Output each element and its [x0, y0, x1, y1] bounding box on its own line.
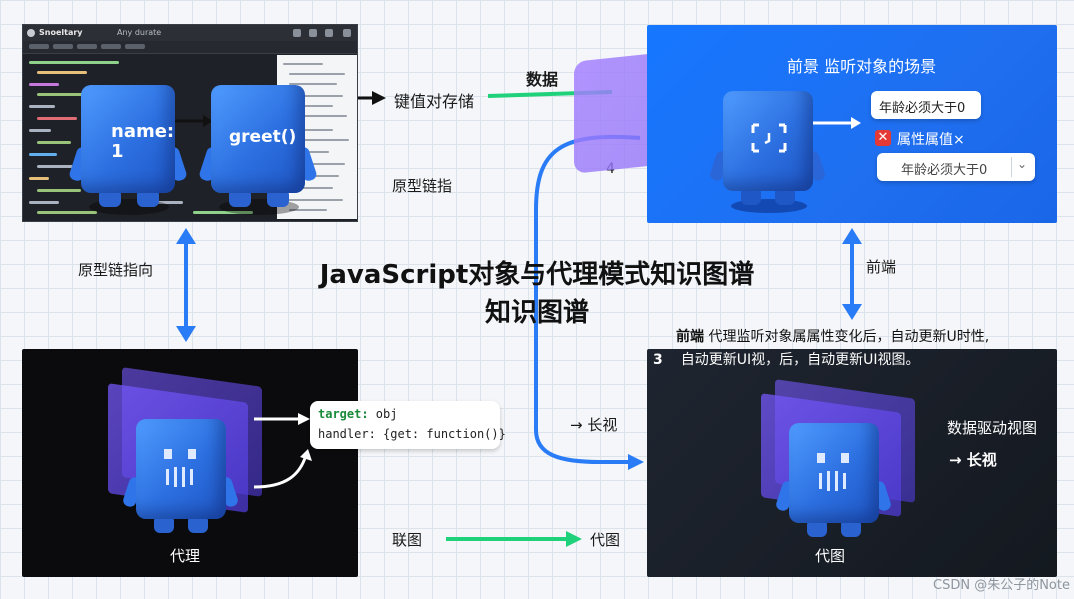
code-line-handler: handler: {get: function()} [318, 427, 506, 441]
prototype-chain-label: 原型链指 [392, 177, 453, 195]
robot-icon [121, 411, 240, 539]
robot-icon [708, 81, 827, 219]
select-divider [1011, 157, 1012, 177]
robot-label-method: greet() [229, 127, 297, 147]
robot-label-value: 1 [111, 141, 124, 162]
main-subtitle: 知识图谱 [484, 298, 589, 328]
view-panel-title: 数据驱动视图 [947, 419, 1038, 437]
proxy-caption: 代理 [170, 547, 201, 565]
validation-box: 年龄必须大于0 [871, 91, 981, 119]
description-bold: 前端 [676, 329, 704, 345]
validation-text: 年龄必须大于0 [879, 101, 966, 116]
validation-select[interactable]: 年龄必须大于0 ⌄ [877, 153, 1035, 181]
link-graph-label: 联图 [392, 531, 423, 549]
description-line1-text: 代理监听对象属属性变化后，自动更新U时性, [704, 329, 990, 345]
code-key-target: target: [318, 407, 369, 421]
robot-face-icon [164, 449, 196, 487]
window-subtitle: Any durate [117, 28, 162, 37]
robot-icon: name: 1 [68, 81, 188, 221]
robot-label-name: name: [111, 121, 175, 142]
link-graph-green-arrow [446, 531, 582, 547]
toolbar-icon[interactable] [293, 29, 301, 37]
error-x-icon: ✕ [875, 130, 891, 146]
frontend-scene-panel: 前景 监听对象的场景 年龄必须大于0 ✕ 属性属值× 年龄必须大于0 ⌄ [647, 25, 1057, 223]
proxy-code-box: target: obj handler: {get: function()} [310, 401, 506, 449]
window-title: Snoeltary [39, 28, 83, 37]
error-label: 属性属值× [897, 132, 965, 148]
app-icon [27, 29, 35, 37]
data-label: 数据 [526, 70, 559, 89]
description-line2-text: 自动更新UI视，后，自动更新UI视图。 [680, 352, 920, 368]
view-caption: 代图 [815, 547, 846, 565]
long-view-label: → 长视 [570, 416, 618, 434]
robot-icon: greet() [198, 81, 318, 221]
code-val-target: obj [368, 407, 398, 421]
watermark: CSDN @朱公子的Note [933, 578, 1070, 593]
prototype-chain-points-label: 原型链指向 [78, 261, 154, 279]
code-editor-panel: Snoeltary Any durate [22, 24, 358, 222]
handler-arrows [253, 413, 312, 489]
left-vertical-double-arrow [176, 228, 196, 342]
front-panel-title: 前景 监听对象的场景 [787, 57, 937, 76]
frontend-arrow-label: 前端 [866, 258, 897, 276]
robot-face-icon [751, 123, 787, 153]
editor-toolbar [23, 41, 357, 54]
toolbar-icon[interactable] [309, 29, 317, 37]
step-number-3: 3 [653, 352, 663, 368]
view-panel-sub: → 长视 [949, 451, 997, 469]
arrow-icon [813, 117, 861, 129]
robot-face-icon [817, 453, 849, 491]
code-line-target: target: obj [318, 407, 397, 421]
chevron-down-icon[interactable]: ⌄ [1017, 157, 1028, 171]
data-driven-view-panel: 3 自动更新UI视，后，自动更新UI视图。 数据驱动视图 → 长视 代图 [647, 349, 1057, 577]
right-vertical-double-arrow [842, 228, 862, 320]
robot-icon [774, 415, 893, 543]
close-icon[interactable] [343, 29, 351, 37]
main-title: JavaScript对象与代理模式知识图谱 [319, 260, 755, 290]
toolbar-icon[interactable] [325, 29, 333, 37]
editor-titlebar: Snoeltary Any durate [23, 25, 357, 41]
select-value: 年龄必须大于0 [901, 163, 988, 178]
description-line2: 3 自动更新UI视，后，自动更新UI视图。 [653, 349, 920, 369]
proxy-graph-label: 代图 [590, 531, 621, 549]
kv-storage-label: 键值对存储 [394, 92, 475, 111]
arrow-icon [175, 115, 213, 127]
description-line1: 前端 代理监听对象属属性变化后，自动更新U时性, [676, 326, 989, 346]
